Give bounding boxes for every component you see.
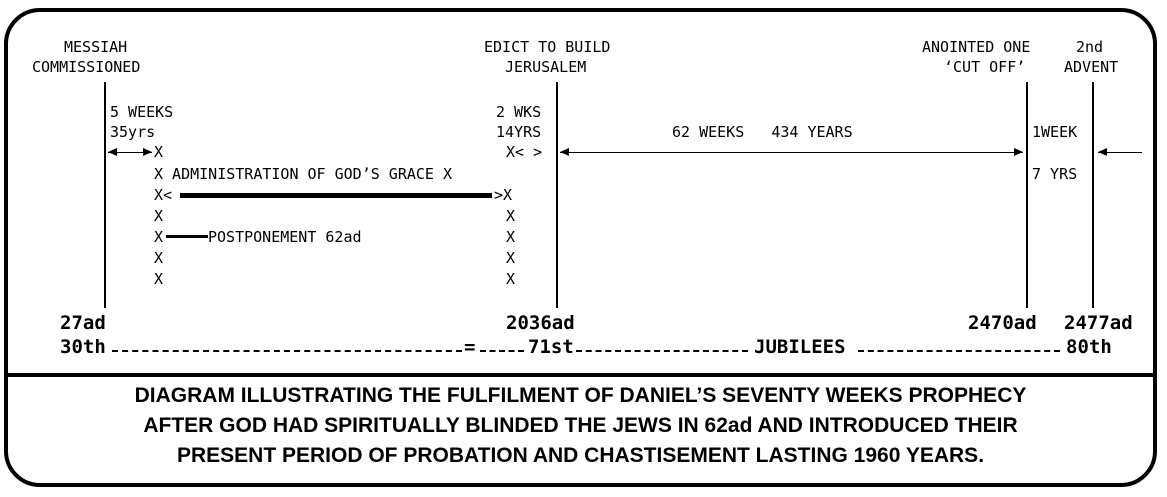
- x-mark: X: [506, 207, 516, 225]
- postponement-line: [166, 235, 208, 238]
- x-arrow-left: X<: [154, 186, 173, 204]
- jubilee-dash-1: [112, 350, 462, 352]
- anointed-label-1: ANOINTED ONE: [922, 38, 1031, 56]
- x-mark: X: [506, 249, 516, 267]
- x-arrow-right: >X: [494, 186, 513, 204]
- two-wks-label: 2 WKS: [496, 103, 542, 121]
- postponement-label: POSTPONEMENT 62ad: [208, 228, 362, 246]
- marker-2477ad: [1092, 82, 1094, 308]
- jubilee-30th: 30th: [60, 336, 106, 358]
- five-weeks-span: [108, 152, 152, 153]
- x-mark: X: [154, 270, 164, 288]
- jubilee-dash-4: [858, 350, 1060, 352]
- x-lt-gt-mark: X< >: [506, 143, 543, 161]
- jubilee-dash-3: [576, 350, 748, 352]
- year-2477ad: 2477ad: [1064, 312, 1133, 334]
- five-weeks-label: 5 WEEKS: [110, 103, 174, 121]
- caption: DIAGRAM ILLUSTRATING THE FULFILMENT OF D…: [8, 381, 1153, 471]
- messiah-label-2: COMMISSIONED: [32, 58, 141, 76]
- x-mark: X: [154, 207, 164, 225]
- sixty-two-weeks-span: [560, 152, 1023, 153]
- jubilee-80th: 80th: [1066, 336, 1112, 358]
- caption-line-2: AFTER GOD HAD SPIRITUALLY BLINDED THE JE…: [143, 414, 1018, 437]
- arrow-right-icon: [143, 148, 152, 156]
- jubilee-71st: 71st: [528, 336, 574, 358]
- arrow-left-icon: [108, 148, 117, 156]
- grace-bar: [180, 193, 492, 198]
- thirty-five-yrs-label: 35yrs: [110, 123, 156, 141]
- sixty-two-weeks-label: 62 WEEKS 434 YEARS: [672, 123, 853, 141]
- year-2470ad: 2470ad: [968, 312, 1037, 334]
- messiah-label-1: MESSIAH: [64, 38, 128, 56]
- caption-divider: [8, 373, 1153, 377]
- caption-line-1: DIAGRAM ILLUSTRATING THE FULFILMENT OF D…: [134, 384, 1027, 407]
- one-week-label: 1WEEK: [1032, 123, 1078, 141]
- administration-label: X ADMINISTRATION OF GOD’S GRACE X: [154, 165, 453, 183]
- anointed-label-2: ‘CUT OFF’: [944, 58, 1026, 76]
- x-mark: X: [154, 228, 164, 246]
- x-mark: X: [154, 249, 164, 267]
- marker-27ad: [104, 82, 106, 308]
- arrow-left-icon: [560, 148, 569, 156]
- marker-2470ad: [1026, 82, 1028, 308]
- caption-line-3: PRESENT PERIOD OF PROBATION AND CHASTISE…: [176, 444, 985, 467]
- x-mark: X: [506, 270, 516, 288]
- seven-yrs-label: 7 YRS: [1032, 165, 1078, 183]
- edict-label-1: EDICT TO BUILD: [484, 38, 611, 56]
- jubilee-dash-2: [480, 350, 524, 352]
- jubilees-label: JUBILEES: [754, 336, 846, 358]
- advent-arrow-span: [1098, 152, 1142, 153]
- year-27ad: 27ad: [60, 312, 106, 334]
- edict-label-2: JERUSALEM: [505, 58, 587, 76]
- diagram-frame: MESSIAH COMMISSIONED EDICT TO BUILD JERU…: [4, 8, 1157, 487]
- marker-2036ad: [556, 82, 558, 308]
- arrow-left-icon: [1098, 148, 1107, 156]
- advent-label-2: ADVENT: [1064, 58, 1119, 76]
- advent-label-1: 2nd: [1076, 38, 1104, 56]
- x-mark: X: [154, 143, 164, 161]
- jubilee-equals: =: [464, 336, 476, 358]
- fourteen-yrs-label: 14YRS: [496, 123, 542, 141]
- x-mark: X: [506, 228, 516, 246]
- year-2036ad: 2036ad: [506, 312, 575, 334]
- arrow-right-icon: [1014, 148, 1023, 156]
